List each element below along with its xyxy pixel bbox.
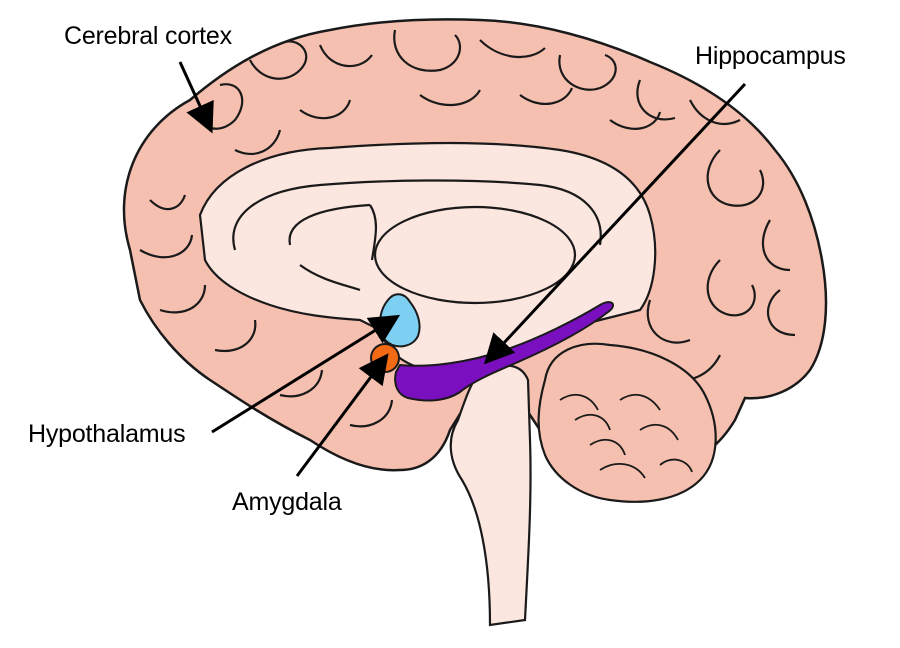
corpus-callosum	[232, 179, 602, 292]
amygdala-label: Amygdala	[232, 488, 342, 516]
cerebellum	[537, 342, 717, 503]
cerebral-cortex-label: Cerebral cortex	[64, 22, 232, 50]
cortex-arrow	[178, 61, 214, 134]
hippocampus-label: Hippocampus	[695, 42, 846, 70]
hippocampus-arrow	[483, 82, 747, 365]
hypothalamus-label: Hypothalamus	[28, 420, 186, 448]
hypothalamus-arrow	[211, 314, 401, 434]
thalamus-shape	[373, 205, 577, 305]
pointer-arrows	[178, 61, 747, 477]
brainstem-shape	[449, 364, 532, 627]
amygdala-arrow	[295, 353, 389, 477]
